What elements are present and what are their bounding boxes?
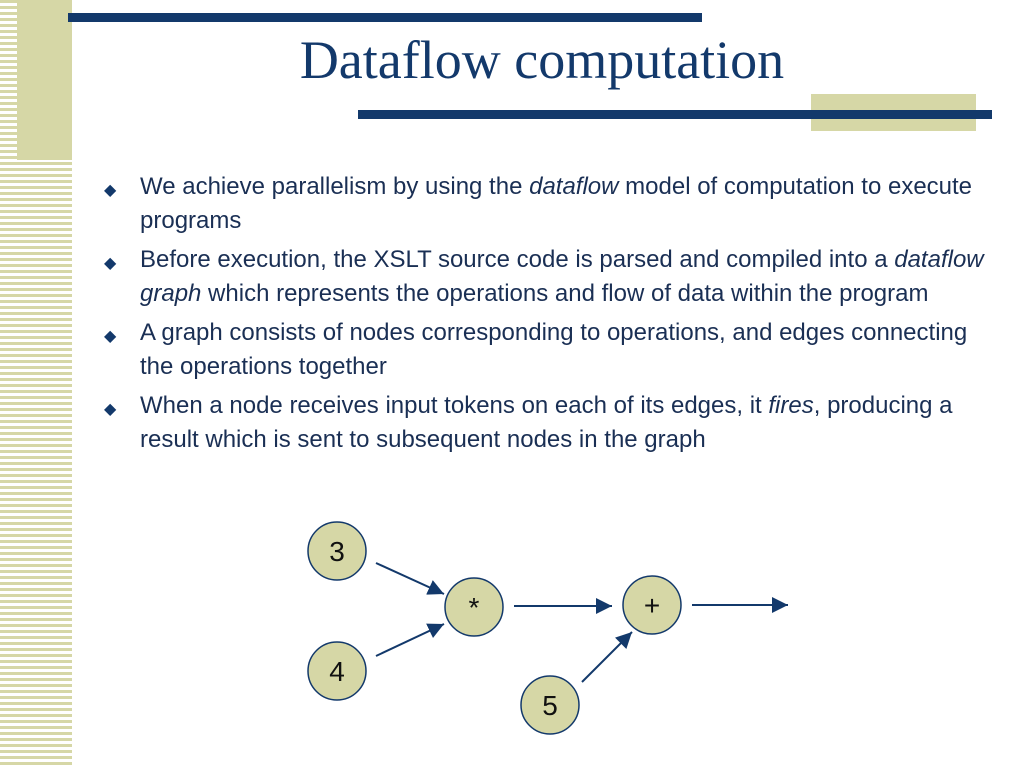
diamond-bullet-icon: ◆ bbox=[104, 182, 117, 199]
graph-node: 5 bbox=[520, 675, 580, 735]
bullet-text: Before execution, the XSLT source code i… bbox=[140, 246, 984, 307]
title-bottom-rule bbox=[358, 110, 992, 119]
node-circle bbox=[307, 521, 367, 581]
bullet-item: ◆ A graph consists of nodes correspondin… bbox=[104, 316, 984, 384]
node-label: + bbox=[644, 590, 660, 621]
node-label: 5 bbox=[542, 690, 558, 721]
decorative-solid-block bbox=[17, 0, 72, 160]
title-top-rule bbox=[68, 13, 702, 22]
bullet-list: ◆ We achieve parallelism by using the da… bbox=[104, 170, 984, 462]
bullet-item: ◆ We achieve parallelism by using the da… bbox=[104, 170, 984, 238]
node-circle bbox=[444, 577, 504, 637]
node-label: 3 bbox=[329, 536, 345, 567]
edge-4-to-multiply bbox=[375, 623, 445, 657]
bullet-text: A graph consists of nodes corresponding … bbox=[140, 319, 968, 380]
bullet-text: We achieve parallelism by using the data… bbox=[140, 173, 973, 234]
node-circle bbox=[520, 675, 580, 735]
decorative-stripe-panel bbox=[0, 0, 72, 768]
node-circle bbox=[622, 575, 682, 635]
bullet-item: ◆ When a node receives input tokens on e… bbox=[104, 389, 984, 457]
graph-node: * bbox=[444, 577, 504, 637]
node-circle bbox=[307, 641, 367, 701]
graph-node: 3 bbox=[307, 521, 367, 581]
node-label: * bbox=[469, 592, 480, 623]
node-label: 4 bbox=[329, 656, 345, 687]
edge-5-to-plus bbox=[581, 631, 633, 683]
graph-node: + bbox=[622, 575, 682, 635]
diamond-bullet-icon: ◆ bbox=[104, 401, 117, 418]
edge-3-to-multiply bbox=[375, 562, 445, 595]
diamond-bullet-icon: ◆ bbox=[104, 328, 117, 345]
diamond-bullet-icon: ◆ bbox=[104, 255, 117, 272]
slide-title: Dataflow computation bbox=[299, 30, 785, 90]
graph-node: 4 bbox=[307, 641, 367, 701]
bullet-item: ◆ Before execution, the XSLT source code… bbox=[104, 243, 984, 311]
bullet-text: When a node receives input tokens on eac… bbox=[140, 392, 953, 453]
